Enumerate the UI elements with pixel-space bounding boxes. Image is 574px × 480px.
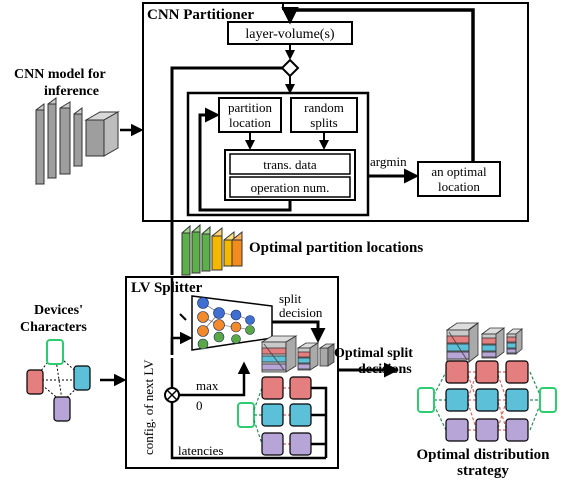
trans-data-label: trans. data: [263, 157, 317, 172]
optimal-location-label-1: an optimal: [431, 164, 487, 179]
split-layer-blocks: [260, 335, 336, 373]
layer-volume-label: layer-volume(s): [245, 27, 334, 42]
partition-location-label-2: location: [229, 115, 271, 130]
device-network-icon: [26, 339, 91, 422]
optimal-split-decisions-group: Optimal split decisions: [334, 346, 413, 378]
partition-location-label-1: partition: [228, 100, 273, 115]
optimal-location-box: [417, 161, 501, 197]
config-next-lv-label: config. of next LV: [141, 359, 156, 455]
optimal-distribution-group: Optimal distribution strategy: [417, 322, 557, 479]
cnn-model-group: CNN model for inference: [14, 67, 144, 185]
devices-label-1: Devices': [34, 303, 83, 318]
devices-characters-group: Devices' Characters: [20, 303, 127, 422]
lv-splitter-title: LV Splitter: [131, 280, 203, 296]
neural-network-nodes: [197, 297, 255, 350]
optimal-distribution-label-1: Optimal distribution: [417, 447, 551, 463]
cnn-model-label-2: inference: [44, 84, 99, 99]
optimal-split-label-2: decisions: [358, 362, 412, 377]
optimal-partition-locations-label: Optimal partition locations: [249, 240, 423, 256]
operation-num-label: operation num.: [251, 180, 330, 195]
zero-label: 0: [196, 398, 203, 413]
split-decision-label-1: split: [279, 291, 302, 306]
operation-num-box: [229, 176, 351, 198]
random-splits-label-1: random: [304, 100, 344, 115]
partition-layers-icon: [181, 223, 243, 277]
optimal-partition-locations-group: Optimal partition locations: [181, 223, 423, 277]
random-splits-label-2: splits: [310, 115, 337, 130]
devices-label-2: Characters: [20, 320, 87, 335]
cnn-partitioner-title: CNN Partitioner: [147, 7, 254, 23]
optimal-location-label-2: location: [438, 179, 480, 194]
max-label: max: [196, 378, 219, 393]
cnn-partitioner-panel: CNN Partitioner layer-volume(s) partitio…: [142, 2, 529, 262]
latencies-label: latencies: [178, 443, 223, 458]
optimal-distribution-label-2: strategy: [457, 463, 509, 479]
trans-data-box: [229, 153, 351, 175]
argmin-label: argmin: [370, 154, 407, 169]
cnn-model-label-1: CNN model for: [14, 67, 106, 82]
cnn-layers-icon: [35, 97, 120, 185]
device-grid: [237, 376, 312, 456]
split-decision-label-2: decision: [279, 305, 323, 320]
distribution-layer-blocks: [445, 322, 524, 363]
optimal-split-label-1: Optimal split: [334, 346, 413, 361]
lv-splitter-panel: LV Splitter config. of next LV: [125, 262, 339, 469]
